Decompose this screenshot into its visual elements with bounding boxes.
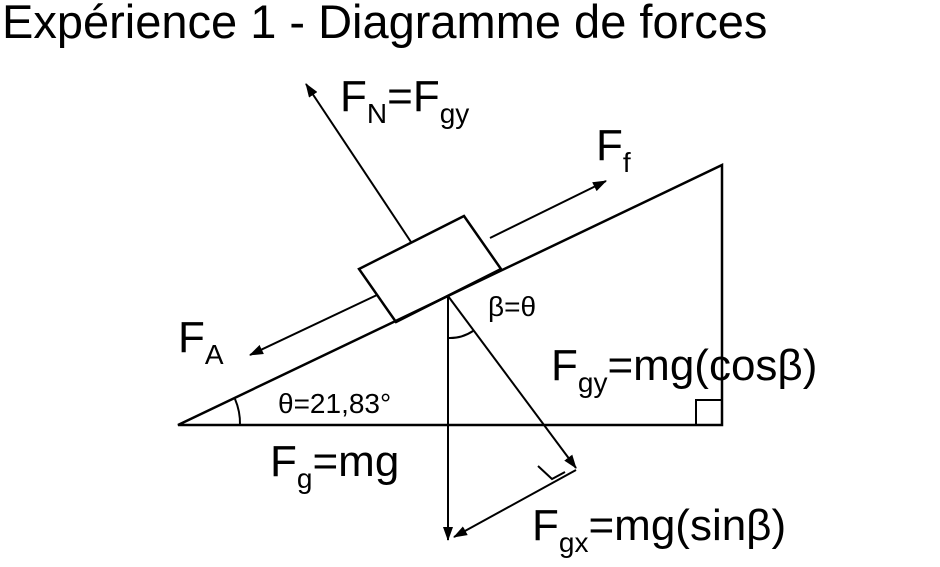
diagram-title: Expérience 1 - Diagramme de forces (2, 0, 768, 48)
gx-component-label-sub: gx (558, 527, 589, 558)
right-angle-marker-incline (695, 399, 722, 425)
normal-force-label-main: F (340, 72, 367, 121)
gravity-force-label-main: F (270, 437, 297, 486)
gravity-force-label-rest: =mg (312, 437, 400, 486)
gx-component-label-main: F (532, 501, 559, 550)
incline-angle-label: θ=21,83° (278, 388, 392, 419)
normal-force-label-sub2: gy (439, 98, 470, 129)
gy-component-label-rest: =mg(cosβ) (607, 341, 818, 390)
friction-force-label: Ff (596, 121, 631, 177)
friction-force-label-main: F (596, 121, 623, 170)
gy-component-label: Fgy=mg(cosβ) (551, 341, 818, 397)
friction-force-label-sub: f (622, 147, 631, 178)
gy-component-label-main: F (551, 341, 578, 390)
gravity-force-label-sub: g (296, 463, 313, 494)
normal-force-arrow (305, 83, 412, 243)
applied-force-arrow (249, 294, 378, 356)
beta-angle-label: β=θ (488, 291, 537, 322)
gravity-force-label: Fg=mg (270, 437, 400, 493)
fgx-component-arrow (447, 295, 577, 469)
normal-force-label-mid: =F (387, 72, 440, 121)
normal-force-label: FN=Fgy (340, 72, 469, 128)
fgy-component-arrow (453, 469, 577, 538)
right-angle-marker-components (537, 465, 566, 481)
gx-component-label: Fgx=mg(sinβ) (532, 501, 787, 557)
applied-force-label-sub: A (204, 339, 224, 370)
gx-component-label-rest: =mg(sinβ) (588, 501, 787, 550)
gy-component-label-sub: gy (577, 367, 608, 398)
applied-force-label-main: F (178, 313, 205, 362)
theta-arc (234, 398, 242, 426)
friction-force-arrow (489, 180, 607, 239)
beta-arc (447, 330, 474, 340)
applied-force-label: FA (178, 313, 224, 369)
normal-force-label-sub1: N (366, 98, 388, 129)
block (357, 214, 503, 324)
